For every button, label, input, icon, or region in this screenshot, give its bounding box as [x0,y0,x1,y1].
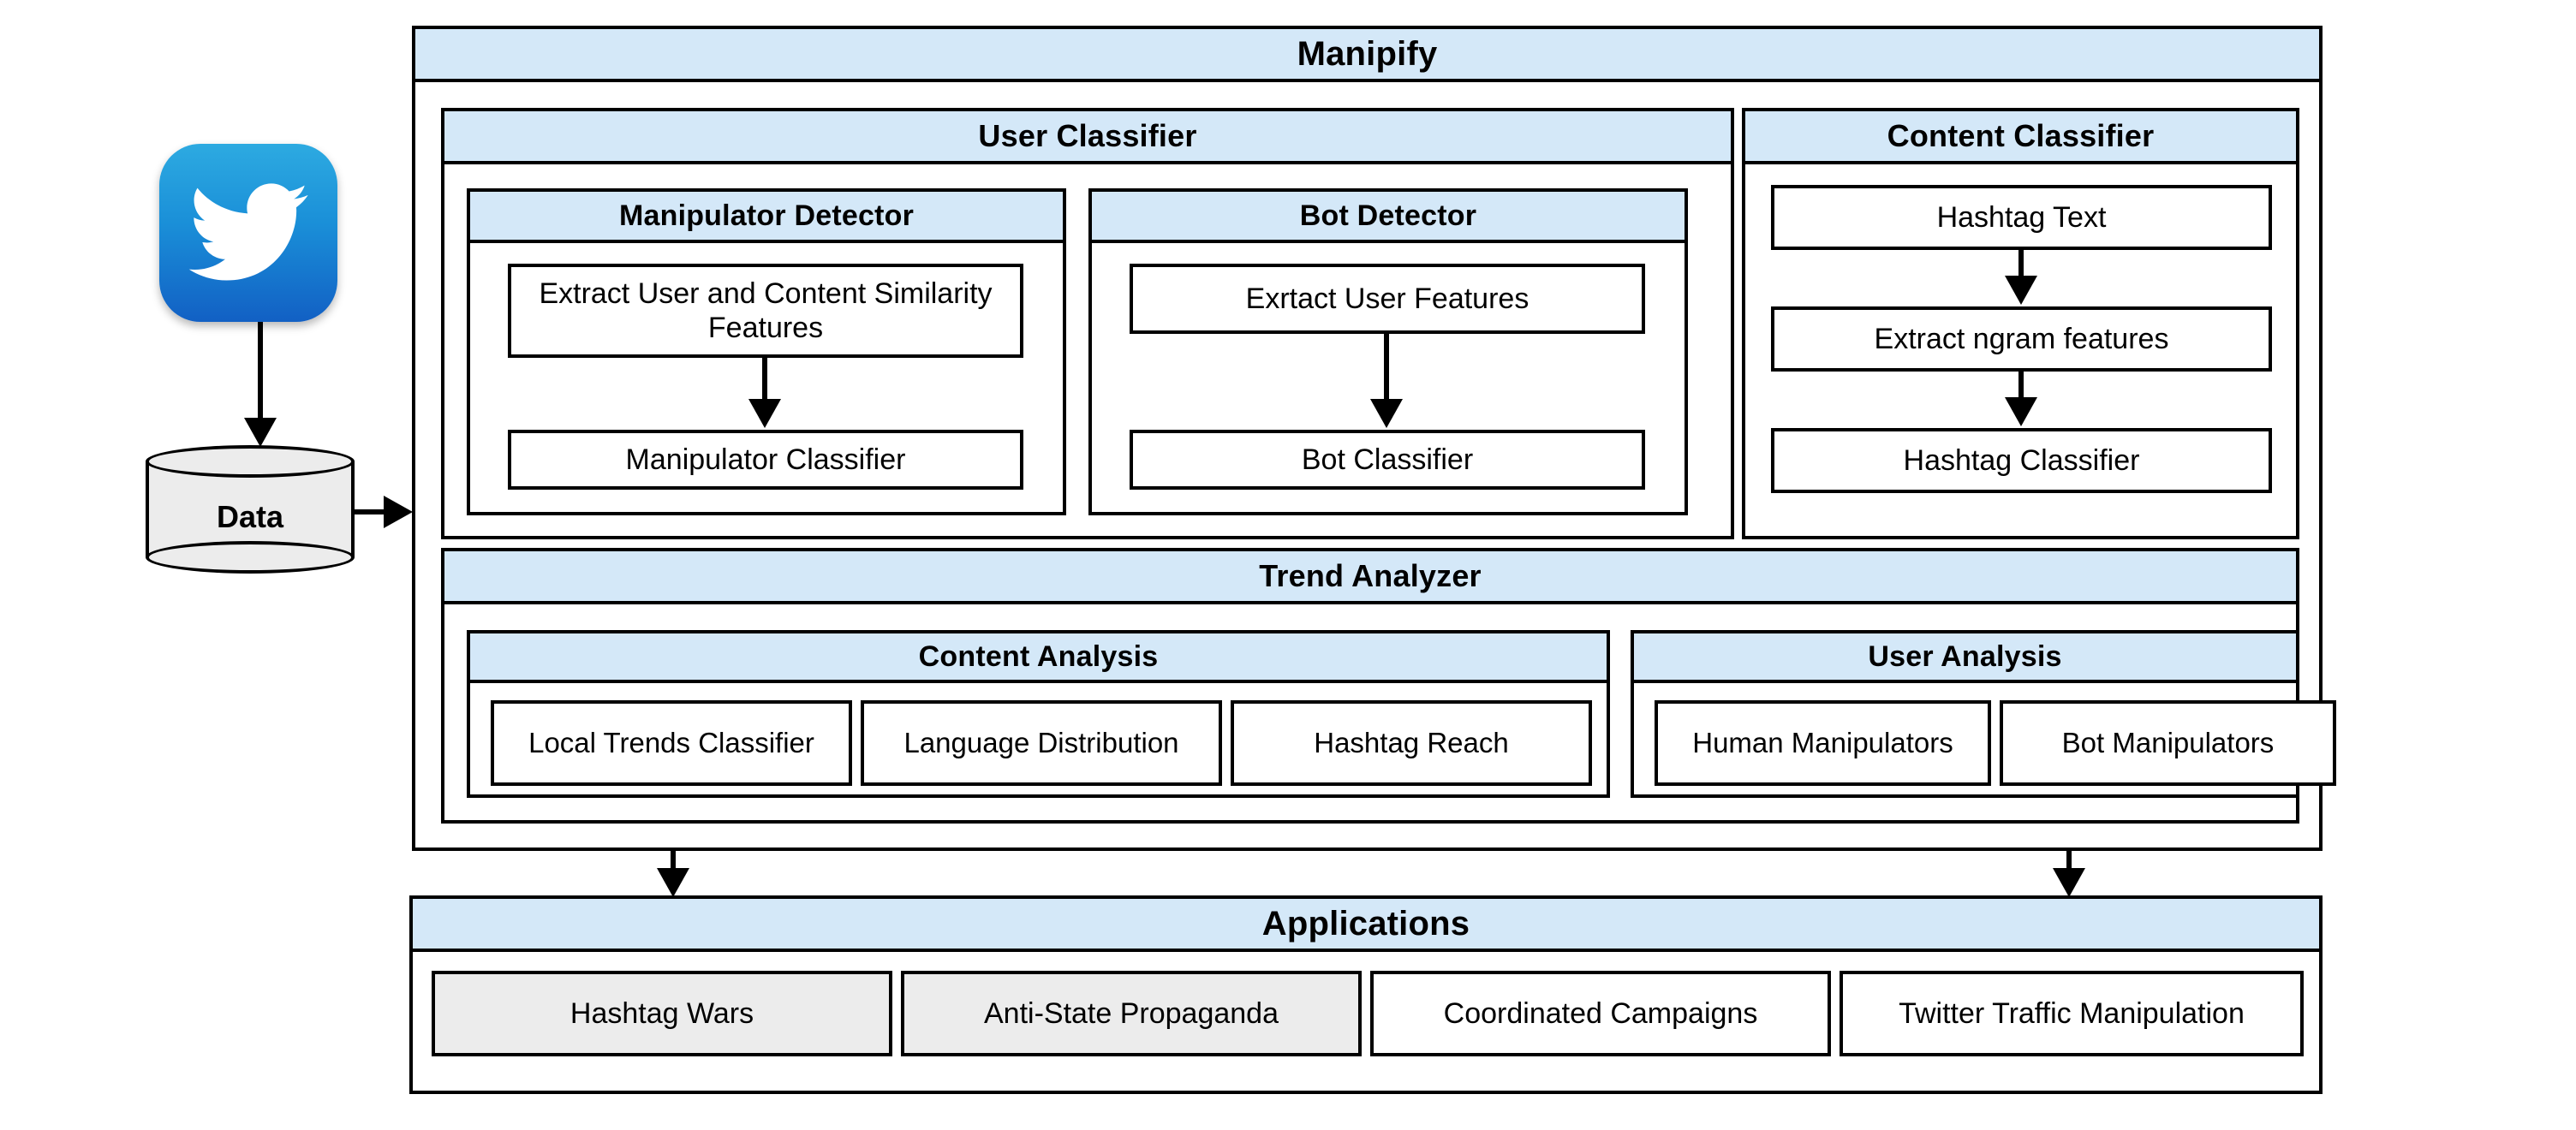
user-analysis-title: User Analysis [1634,633,2296,683]
arrow-twitter-to-data [243,322,277,449]
application-item-1[interactable]: Hashtag Wars [432,971,892,1056]
cylinder-bottom [146,541,355,574]
data-store: Data [146,445,355,574]
user-analysis-item-2: Bot Manipulators [2000,700,2336,786]
cylinder-top [146,445,355,478]
bot-detector-section: Bot Detector Exrtact User Features Bot C… [1088,188,1688,515]
manipulator-detector-section: Manipulator Detector Extract User and Co… [467,188,1066,515]
application-item-2[interactable]: Anti-State Propaganda [901,971,1362,1056]
arrow-manipulator-step1-to-step2 [748,358,782,430]
manipulator-detector-step-2: Manipulator Classifier [508,430,1023,490]
twitter-logo-icon [159,144,337,322]
trend-analyzer-title: Trend Analyzer [444,551,2296,604]
arrow-bot-step1-to-step2 [1369,334,1404,430]
bot-detector-step-2: Bot Classifier [1130,430,1645,490]
content-classifier-step-3: Hashtag Classifier [1771,428,2272,493]
bot-detector-step-1: Exrtact User Features [1130,264,1645,334]
applications-title: Applications [413,899,2319,952]
applications-container: Applications Hashtag Wars Anti-State Pro… [409,895,2323,1094]
content-analysis-section: Content Analysis Local Trends Classifier… [467,630,1610,798]
content-analysis-title: Content Analysis [470,633,1607,683]
arrow-manipify-to-applications-right [2052,851,2086,899]
content-classifier-step-2: Extract ngram features [1771,306,2272,372]
content-analysis-item-1: Local Trends Classifier [491,700,852,786]
application-item-4[interactable]: Twitter Traffic Manipulation [1840,971,2304,1056]
application-item-3[interactable]: Coordinated Campaigns [1370,971,1831,1056]
arrow-content-step1-to-step2 [2004,250,2038,306]
manipify-title: Manipify [415,29,2319,82]
manipify-container: Manipify User Classifier Manipulator Det… [412,26,2336,851]
manipulator-detector-title: Manipulator Detector [470,192,1063,243]
content-classifier-title: Content Classifier [1745,111,2296,164]
manipulator-detector-step-1: Extract User and Content Similarity Feat… [508,264,1023,358]
data-store-label: Data [216,498,284,534]
trend-analyzer-section: Trend Analyzer Content Analysis Local Tr… [441,548,2336,824]
arrow-data-to-manipify [353,495,416,529]
arrow-manipify-to-applications-left [656,851,690,899]
user-classifier-section: User Classifier Manipulator Detector Ext… [441,108,1734,539]
user-analysis-item-1: Human Manipulators [1655,700,1991,786]
content-classifier-step-1: Hashtag Text [1771,185,2272,250]
user-analysis-section: User Analysis Human Manipulators Bot Man… [1631,630,2336,798]
user-classifier-title: User Classifier [444,111,1731,164]
content-classifier-section: Content Classifier Hashtag Text Extract … [1742,108,2299,539]
content-analysis-item-3: Hashtag Reach [1231,700,1592,786]
arrow-content-step2-to-step3 [2004,372,2038,428]
content-analysis-item-2: Language Distribution [861,700,1222,786]
bot-detector-title: Bot Detector [1092,192,1685,243]
